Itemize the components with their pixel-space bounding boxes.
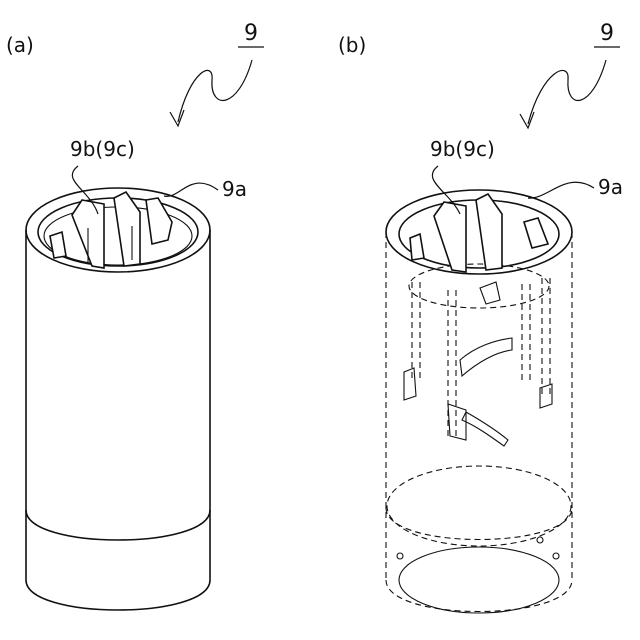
rim-lower-b [409, 264, 549, 308]
panel-a-label: (a) [6, 33, 34, 57]
rib-3-b [522, 284, 530, 380]
hole-1-b [397, 553, 403, 559]
ref-leader-a [178, 60, 252, 122]
label-body-b: 9a [598, 175, 623, 199]
rib-tab-3-b [448, 404, 466, 440]
rib-tab-2-b [540, 384, 552, 408]
cylinder-bottom-b [386, 580, 572, 612]
blade-4-a [50, 232, 66, 258]
cylinder-band-a [26, 510, 210, 540]
ref-arrow-a [170, 110, 184, 126]
helical-blade-2-b [462, 412, 508, 446]
label-blade-b: 9b(9c) [430, 137, 495, 161]
band-ellipse-b [387, 466, 571, 546]
rib-tab-4-b [480, 282, 500, 304]
label-blade-a: 9b(9c) [70, 137, 135, 161]
rib-4-b [542, 278, 550, 398]
hole-2-b [537, 537, 543, 543]
figure-b: (b) 9 9b(9c) [338, 21, 623, 613]
ref-arrow-b [520, 112, 534, 128]
blade-2-b [476, 194, 502, 270]
blade-2-a [114, 192, 140, 266]
label-body-a: 9a [222, 177, 247, 201]
blade-4-b [410, 234, 424, 260]
rib-1-b [412, 282, 420, 380]
cylinder-bottom-a [26, 580, 210, 610]
hole-3-b [553, 553, 559, 559]
panel-b-label: (b) [338, 33, 366, 57]
rib-tab-1-b [404, 368, 416, 400]
ref-number-a: 9 [244, 21, 258, 46]
leader-body-b [528, 182, 594, 198]
ref-leader-b [528, 60, 606, 124]
helical-blade-1-b [460, 338, 512, 376]
bottom-inner-ring-b [399, 547, 559, 613]
blade-3-b [524, 218, 548, 248]
figure-a: (a) 9 9b(9c) 9a [6, 21, 264, 610]
leader-body-a [164, 183, 218, 196]
blade-1-b [434, 202, 466, 272]
ref-number-b: 9 [600, 21, 614, 46]
